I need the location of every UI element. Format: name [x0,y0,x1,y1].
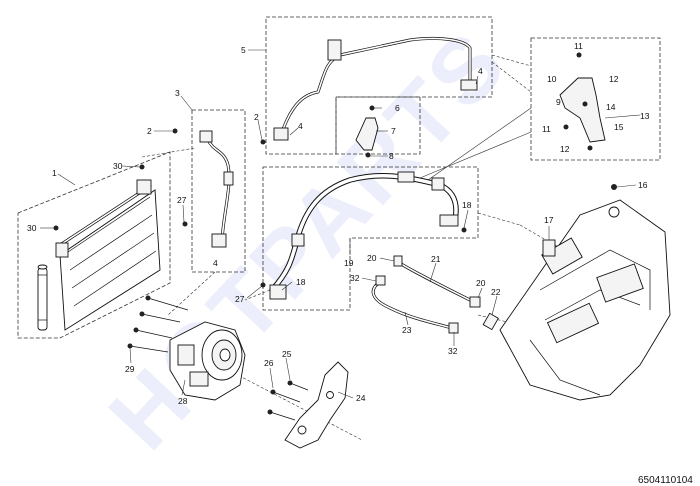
hose-3-group-box [191,109,246,273]
callout-19: 19 [344,258,354,268]
callout-21: 21 [431,254,441,264]
callout-11: 11 [542,124,551,134]
flange-22 [482,312,499,331]
callout-24: 24 [356,393,366,403]
callout-7: 7 [391,126,396,136]
callout-18: 18 [462,200,472,210]
callout-25: 25 [282,349,292,359]
callout-5: 5 [241,45,246,55]
callout-4: 4 [478,66,483,76]
hvac-unit [499,184,671,401]
bracket-13-group-box [530,37,661,161]
callout-14: 14 [606,102,616,112]
condenser-group-box [17,151,171,339]
condenser [55,179,161,331]
fasteners [53,128,467,288]
diagram-code: 6504110104 [638,475,693,486]
callout-22: 22 [491,287,501,297]
callout-12: 12 [609,74,619,84]
callout-leaders [40,49,641,399]
callout-2: 2 [254,112,259,122]
bracket-group-box [335,96,421,155]
hose-19 [269,171,459,300]
callout-26: 26 [264,358,274,368]
callout-10: 10 [547,74,557,84]
callout-labels: 1 2 2 3 4 4 4 5 6 7 8 9 10 11 11 12 12 1… [27,41,650,406]
callout-17: 17 [544,215,554,225]
hose-3 [199,130,234,248]
callout-18: 18 [296,277,306,287]
callout-6: 6 [395,103,400,113]
callout-32: 32 [350,273,360,283]
callout-30: 30 [113,161,123,171]
callout-29: 29 [125,364,135,374]
callout-2: 2 [147,126,152,136]
callout-20: 20 [367,253,377,263]
callout-12: 12 [560,144,570,154]
callout-9: 9 [556,97,561,107]
callout-27: 27 [235,294,245,304]
callout-20: 20 [476,278,486,288]
pipe-5 [273,36,478,141]
compressor-bolts [127,295,189,353]
callout-13: 13 [640,111,650,121]
tube-23 [371,275,459,334]
callout-3: 3 [175,88,180,98]
receiver-drier [37,264,48,331]
callout-23: 23 [402,325,412,335]
group-boxes [17,16,661,339]
callout-11: 11 [574,41,583,51]
callout-30: 30 [27,223,37,233]
callout-32: 32 [448,346,458,356]
bracket-13 [559,52,606,151]
callout-28: 28 [178,396,188,406]
callout-16: 16 [638,180,648,190]
compressor-bracket [267,361,349,449]
callout-15: 15 [614,122,624,132]
callout-4: 4 [298,121,303,131]
callout-1: 1 [52,168,57,178]
callout-8: 8 [389,151,394,161]
compressor [169,321,246,401]
callout-27: 27 [177,195,187,205]
bracket-7 [355,105,379,158]
callout-4: 4 [213,258,218,268]
leader-dashed-lines [141,54,561,441]
